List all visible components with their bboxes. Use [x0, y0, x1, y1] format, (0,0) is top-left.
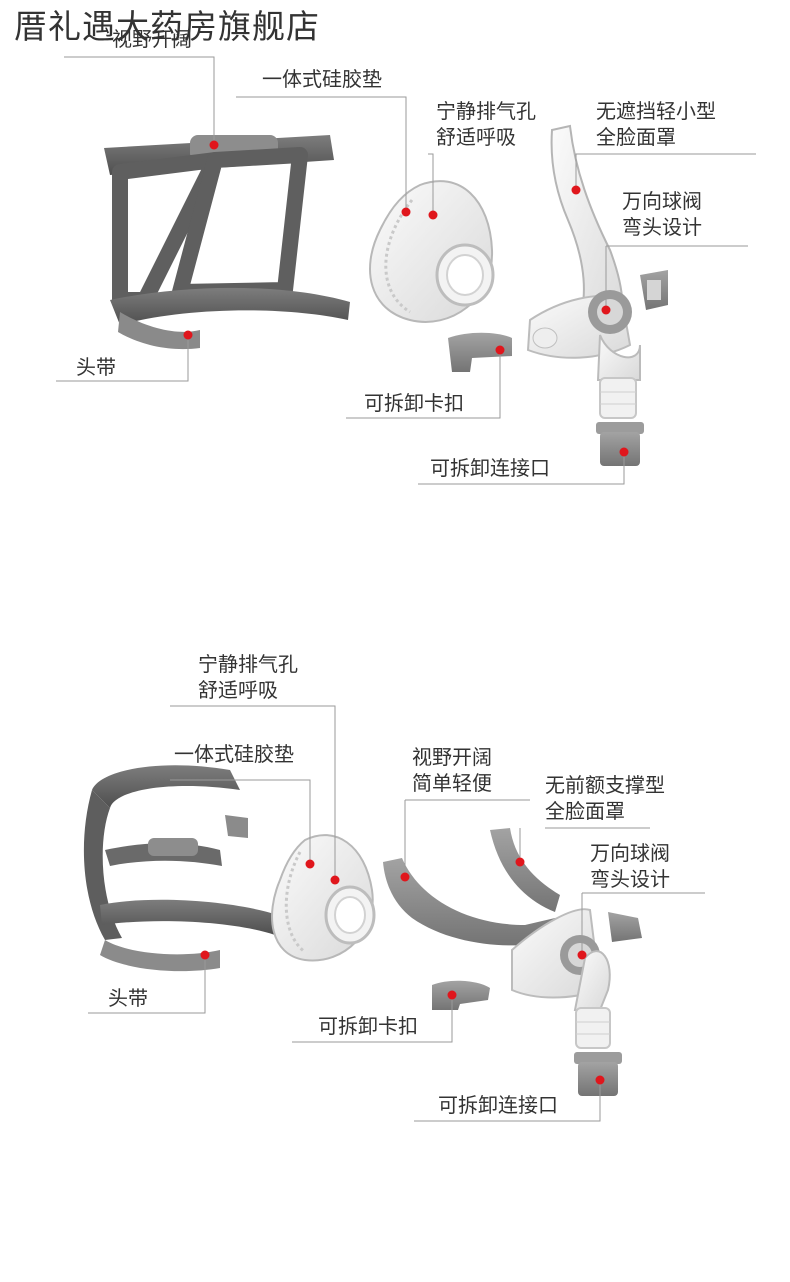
detachable-clip-1 [448, 332, 512, 372]
label-silicone-2: 一体式硅胶垫 [174, 742, 294, 766]
label-elbow-2a: 万向球阀 [590, 841, 670, 865]
connector-2 [574, 1052, 622, 1096]
label-view-2a: 视野开阔 [412, 745, 492, 769]
label-elbow-1b: 弯头设计 [622, 215, 702, 239]
markers-2 [200, 857, 605, 1085]
label-headgear-2: 头带 [108, 986, 148, 1010]
side-clip-2 [608, 912, 642, 942]
label-vent-1a: 宁静排气孔 [436, 99, 536, 123]
label-frame-2b: 全脸面罩 [545, 799, 625, 823]
headgear-1 [104, 135, 350, 350]
label-clip-1: 可拆卸卡扣 [364, 391, 464, 415]
headgear-2 [83, 765, 278, 972]
silicone-cushion-2 [271, 834, 376, 962]
store-name: 厝礼遇大药房旗舰店 [14, 7, 320, 46]
label-vent-1b: 舒适呼吸 [436, 125, 516, 149]
label-elbow-2b: 弯头设计 [590, 867, 670, 891]
label-vent-2b: 舒适呼吸 [198, 678, 278, 702]
mask-frame-1 [526, 124, 641, 419]
label-elbow-1a: 万向球阀 [622, 189, 702, 213]
label-connector-2: 可拆卸连接口 [438, 1093, 558, 1117]
label-clip-2: 可拆卸卡扣 [318, 1014, 418, 1038]
label-silicone-1: 一体式硅胶垫 [262, 67, 382, 91]
detachable-clip-2 [432, 980, 490, 1010]
label-frame-2a: 无前额支撑型 [545, 773, 665, 797]
connector-1 [596, 422, 644, 466]
label-view-valve-1: 视野开阔 [112, 27, 192, 51]
label-vent-2a: 宁静排气孔 [198, 652, 298, 676]
label-headgear-1: 头带 [76, 355, 116, 379]
silicone-cushion-1 [369, 180, 495, 323]
markers-1 [183, 140, 629, 457]
frame-band-2 [383, 828, 560, 946]
leaders-1 [56, 56, 756, 485]
label-view-2b: 简单轻便 [412, 771, 492, 795]
leaders-2 [88, 705, 705, 1122]
label-frame-1b: 全脸面罩 [596, 125, 676, 149]
label-connector-1: 可拆卸连接口 [430, 456, 550, 480]
label-frame-1a: 无遮挡轻小型 [596, 99, 716, 123]
side-clip-1 [640, 270, 668, 310]
